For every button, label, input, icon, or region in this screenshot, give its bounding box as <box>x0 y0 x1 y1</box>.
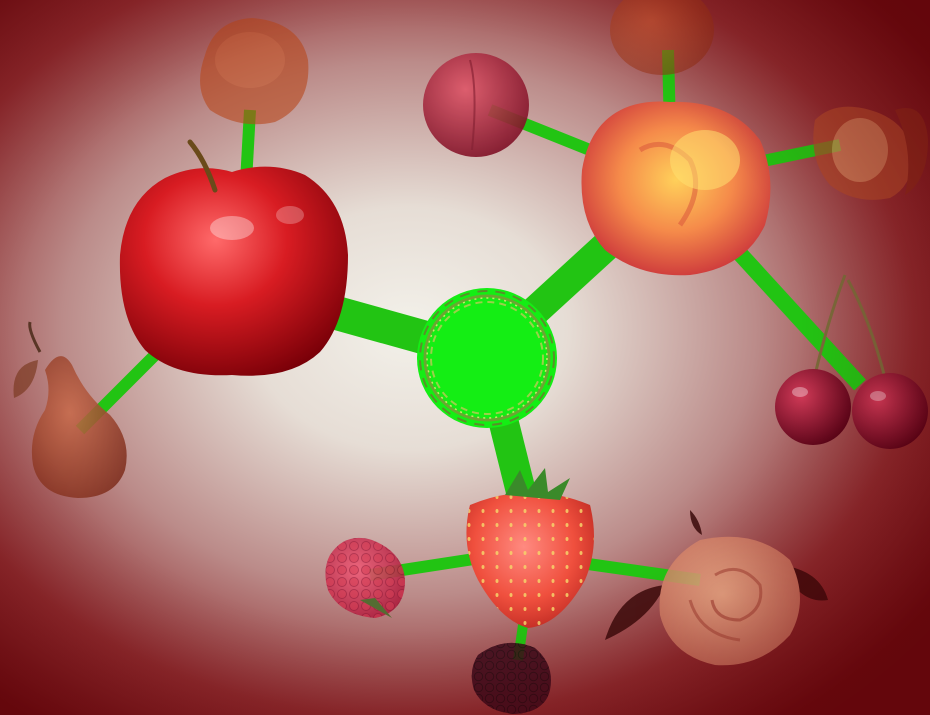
fruit-network-illustration <box>0 0 930 715</box>
vignette-overlay <box>0 0 930 715</box>
